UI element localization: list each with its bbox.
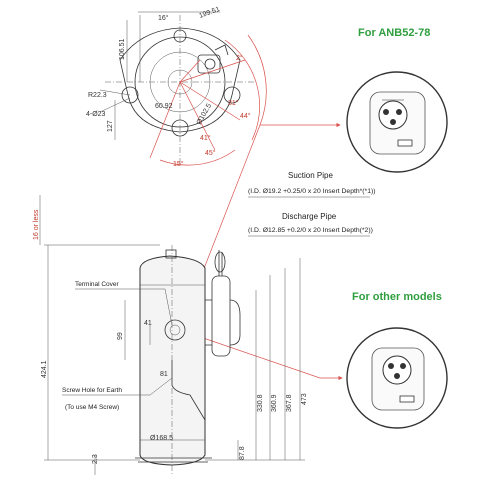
discharge-pipe-spec: (I.D. Ø12.85 +0.2/0 x 20 Insert Depth(*2… bbox=[248, 227, 373, 234]
dim-44-deg: 44° bbox=[240, 112, 251, 120]
dim-16-or-less: 16 or less bbox=[33, 209, 40, 240]
header-other-models: For other models bbox=[352, 291, 442, 303]
dim-99: 99 bbox=[117, 332, 124, 340]
dim-41-deg: 41° bbox=[200, 134, 211, 142]
dim-424-1: 424.1 bbox=[41, 360, 48, 378]
dim-81: 81 bbox=[160, 371, 168, 378]
dim-45-deg: 45° bbox=[205, 149, 216, 157]
dim-r22-3: R22.3 bbox=[88, 92, 107, 99]
suction-pipe-label: Suction Pipe bbox=[288, 171, 333, 180]
dim-87-8: 87.8 bbox=[239, 446, 246, 460]
dim-phi-168-5: Ø168.5 bbox=[150, 435, 173, 442]
top-view: 199.51 106.51 R22.3 4-Ø23 60.92 Ø102.5 1… bbox=[86, 6, 267, 168]
terminal-cover-label: Terminal Cover bbox=[75, 281, 120, 288]
dim-2-deg: 2° bbox=[236, 54, 243, 62]
dim-60-92: 60.92 bbox=[155, 103, 173, 110]
dim-199-51: 199.51 bbox=[198, 6, 221, 20]
dim-15-deg: 15° bbox=[173, 160, 184, 168]
dim-360-9: 360.9 bbox=[271, 394, 278, 412]
side-view bbox=[135, 245, 241, 475]
screw-note-label: (To use M4 Screw) bbox=[65, 404, 119, 411]
discharge-pipe-label: Discharge Pipe bbox=[282, 212, 337, 221]
terminal-detail-other bbox=[346, 327, 448, 429]
header-anb52-78: For ANB52-78 bbox=[358, 27, 430, 39]
dim-330-8: 330.8 bbox=[257, 394, 264, 412]
dim-16-deg: 16° bbox=[158, 14, 169, 22]
suction-pipe-spec: (I.D. Ø19.2 +0.25/0 x 20 Insert Depth*(*… bbox=[248, 188, 376, 195]
dim-41: 41 bbox=[144, 320, 152, 327]
dim-4-holes: 4-Ø23 bbox=[86, 111, 106, 118]
screw-hole-label: Screw Hole for Earth bbox=[62, 387, 122, 394]
dim-367-8: 367.8 bbox=[286, 394, 293, 412]
dim-106-51: 106.51 bbox=[119, 38, 126, 60]
terminal-detail-anb bbox=[346, 71, 448, 173]
dim-473: 473 bbox=[301, 393, 308, 405]
dim-127: 127 bbox=[107, 120, 114, 132]
dim-31-deg: 31° bbox=[228, 99, 239, 107]
dim-2-3: 2.3 bbox=[92, 454, 99, 464]
